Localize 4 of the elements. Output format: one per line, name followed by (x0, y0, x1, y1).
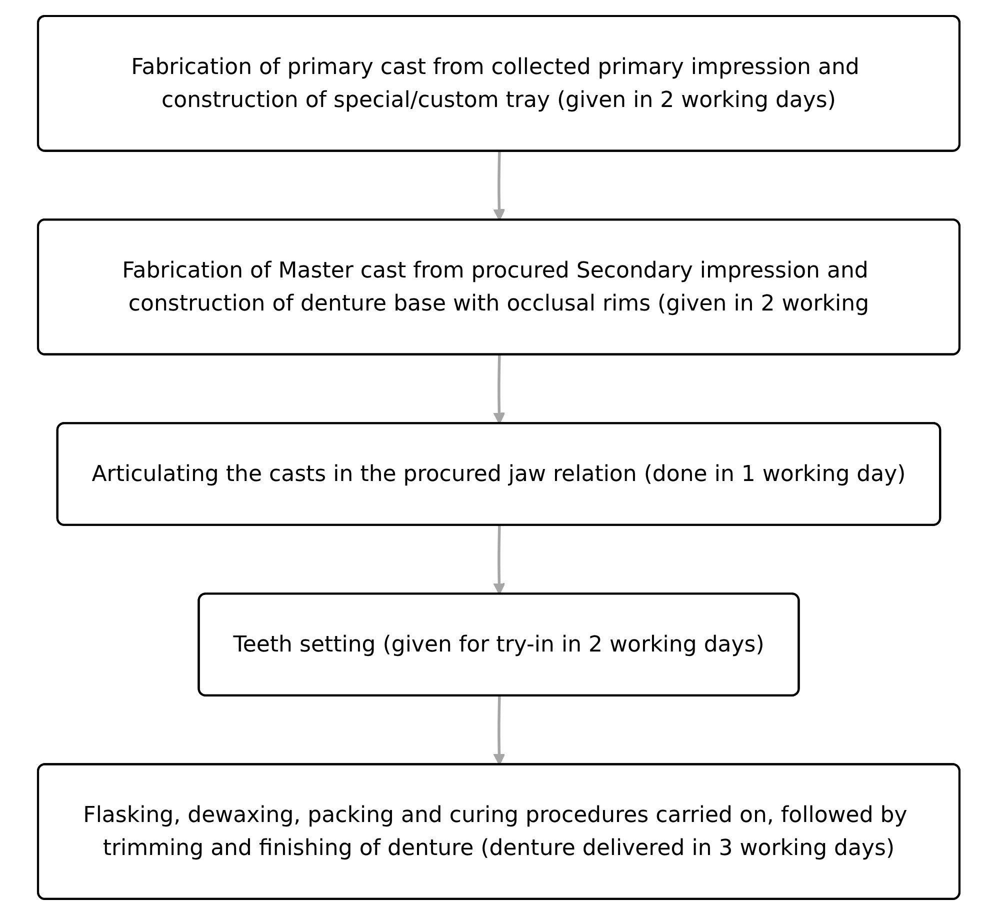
arrow (493, 696, 506, 765)
arrow (493, 525, 506, 594)
arrow (493, 354, 506, 424)
arrow (493, 150, 506, 220)
